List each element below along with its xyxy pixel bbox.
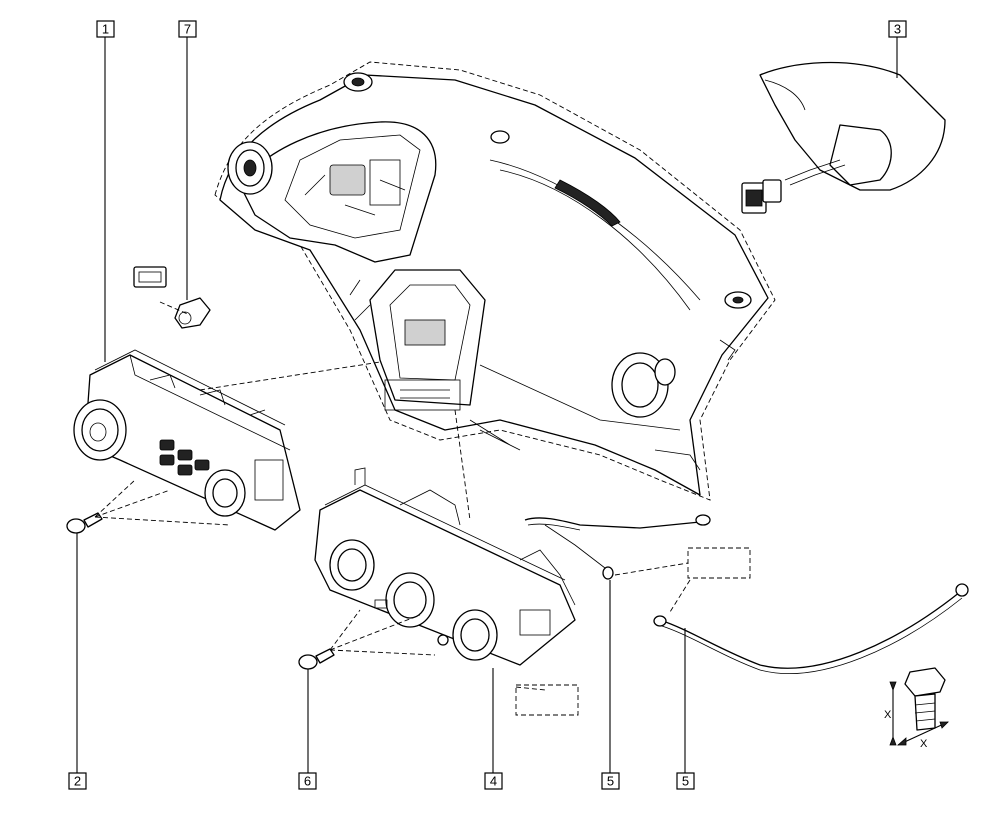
callout-2: 2	[68, 772, 87, 790]
assembly-lines	[94, 301, 691, 691]
callout-6-label: 6	[304, 774, 311, 789]
callout-4: 4	[484, 772, 503, 790]
reference-box-left	[515, 684, 579, 716]
callout-7-label: 7	[184, 22, 191, 37]
callout-6: 6	[298, 772, 317, 790]
callout-5a-label: 5	[607, 774, 614, 789]
part-6-screw	[298, 648, 335, 670]
callout-4-label: 4	[490, 774, 497, 789]
reference-box-right	[687, 547, 751, 579]
callout-5-upper-cable: 5	[601, 772, 620, 790]
callout-3: 3	[888, 20, 907, 38]
callout-2-label: 2	[74, 774, 81, 789]
callout-1-label: 1	[102, 22, 109, 37]
callout-5b-label: 5	[682, 774, 689, 789]
part-3-cover	[741, 61, 946, 214]
leader-lines	[76, 37, 898, 773]
callout-3-label: 3	[894, 22, 901, 37]
part-1-climate-panel	[73, 349, 301, 531]
dimension-x-horizontal: X	[920, 738, 928, 750]
dimension-x-vertical: X	[884, 709, 892, 721]
bolt-detail	[889, 667, 949, 746]
callout-7: 7	[178, 20, 197, 38]
dimension-labels: X X	[884, 709, 928, 750]
callout-5-lower-cable: 5	[676, 772, 695, 790]
part-2-screw	[66, 512, 103, 534]
callout-1: 1	[96, 20, 115, 38]
part-5-cable-lower	[653, 583, 969, 674]
part-7-bulb	[133, 266, 211, 329]
dashboard-panel	[214, 61, 776, 501]
part-4-climate-panel	[314, 467, 576, 666]
part-5-cable-upper	[524, 514, 711, 580]
